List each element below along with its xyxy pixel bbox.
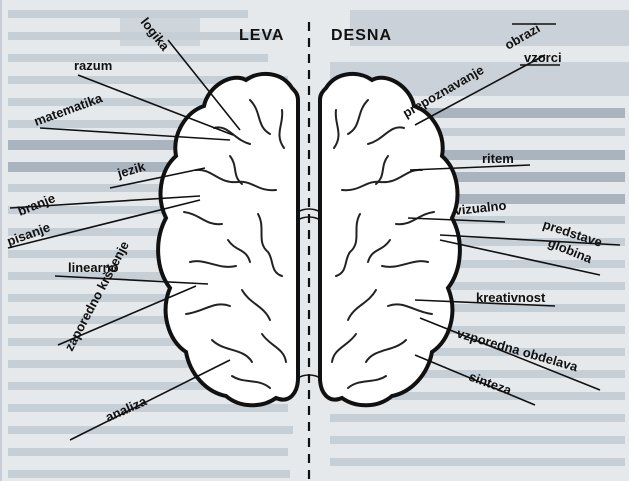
label-kreativnost: kreativnost xyxy=(476,290,546,305)
label-razum: razum xyxy=(74,58,112,73)
label-vzorci: vzorci xyxy=(524,50,562,65)
header-left: LEVA xyxy=(239,27,284,44)
header-right: DESNA xyxy=(331,27,392,44)
label-ritem: ritem xyxy=(482,151,514,166)
